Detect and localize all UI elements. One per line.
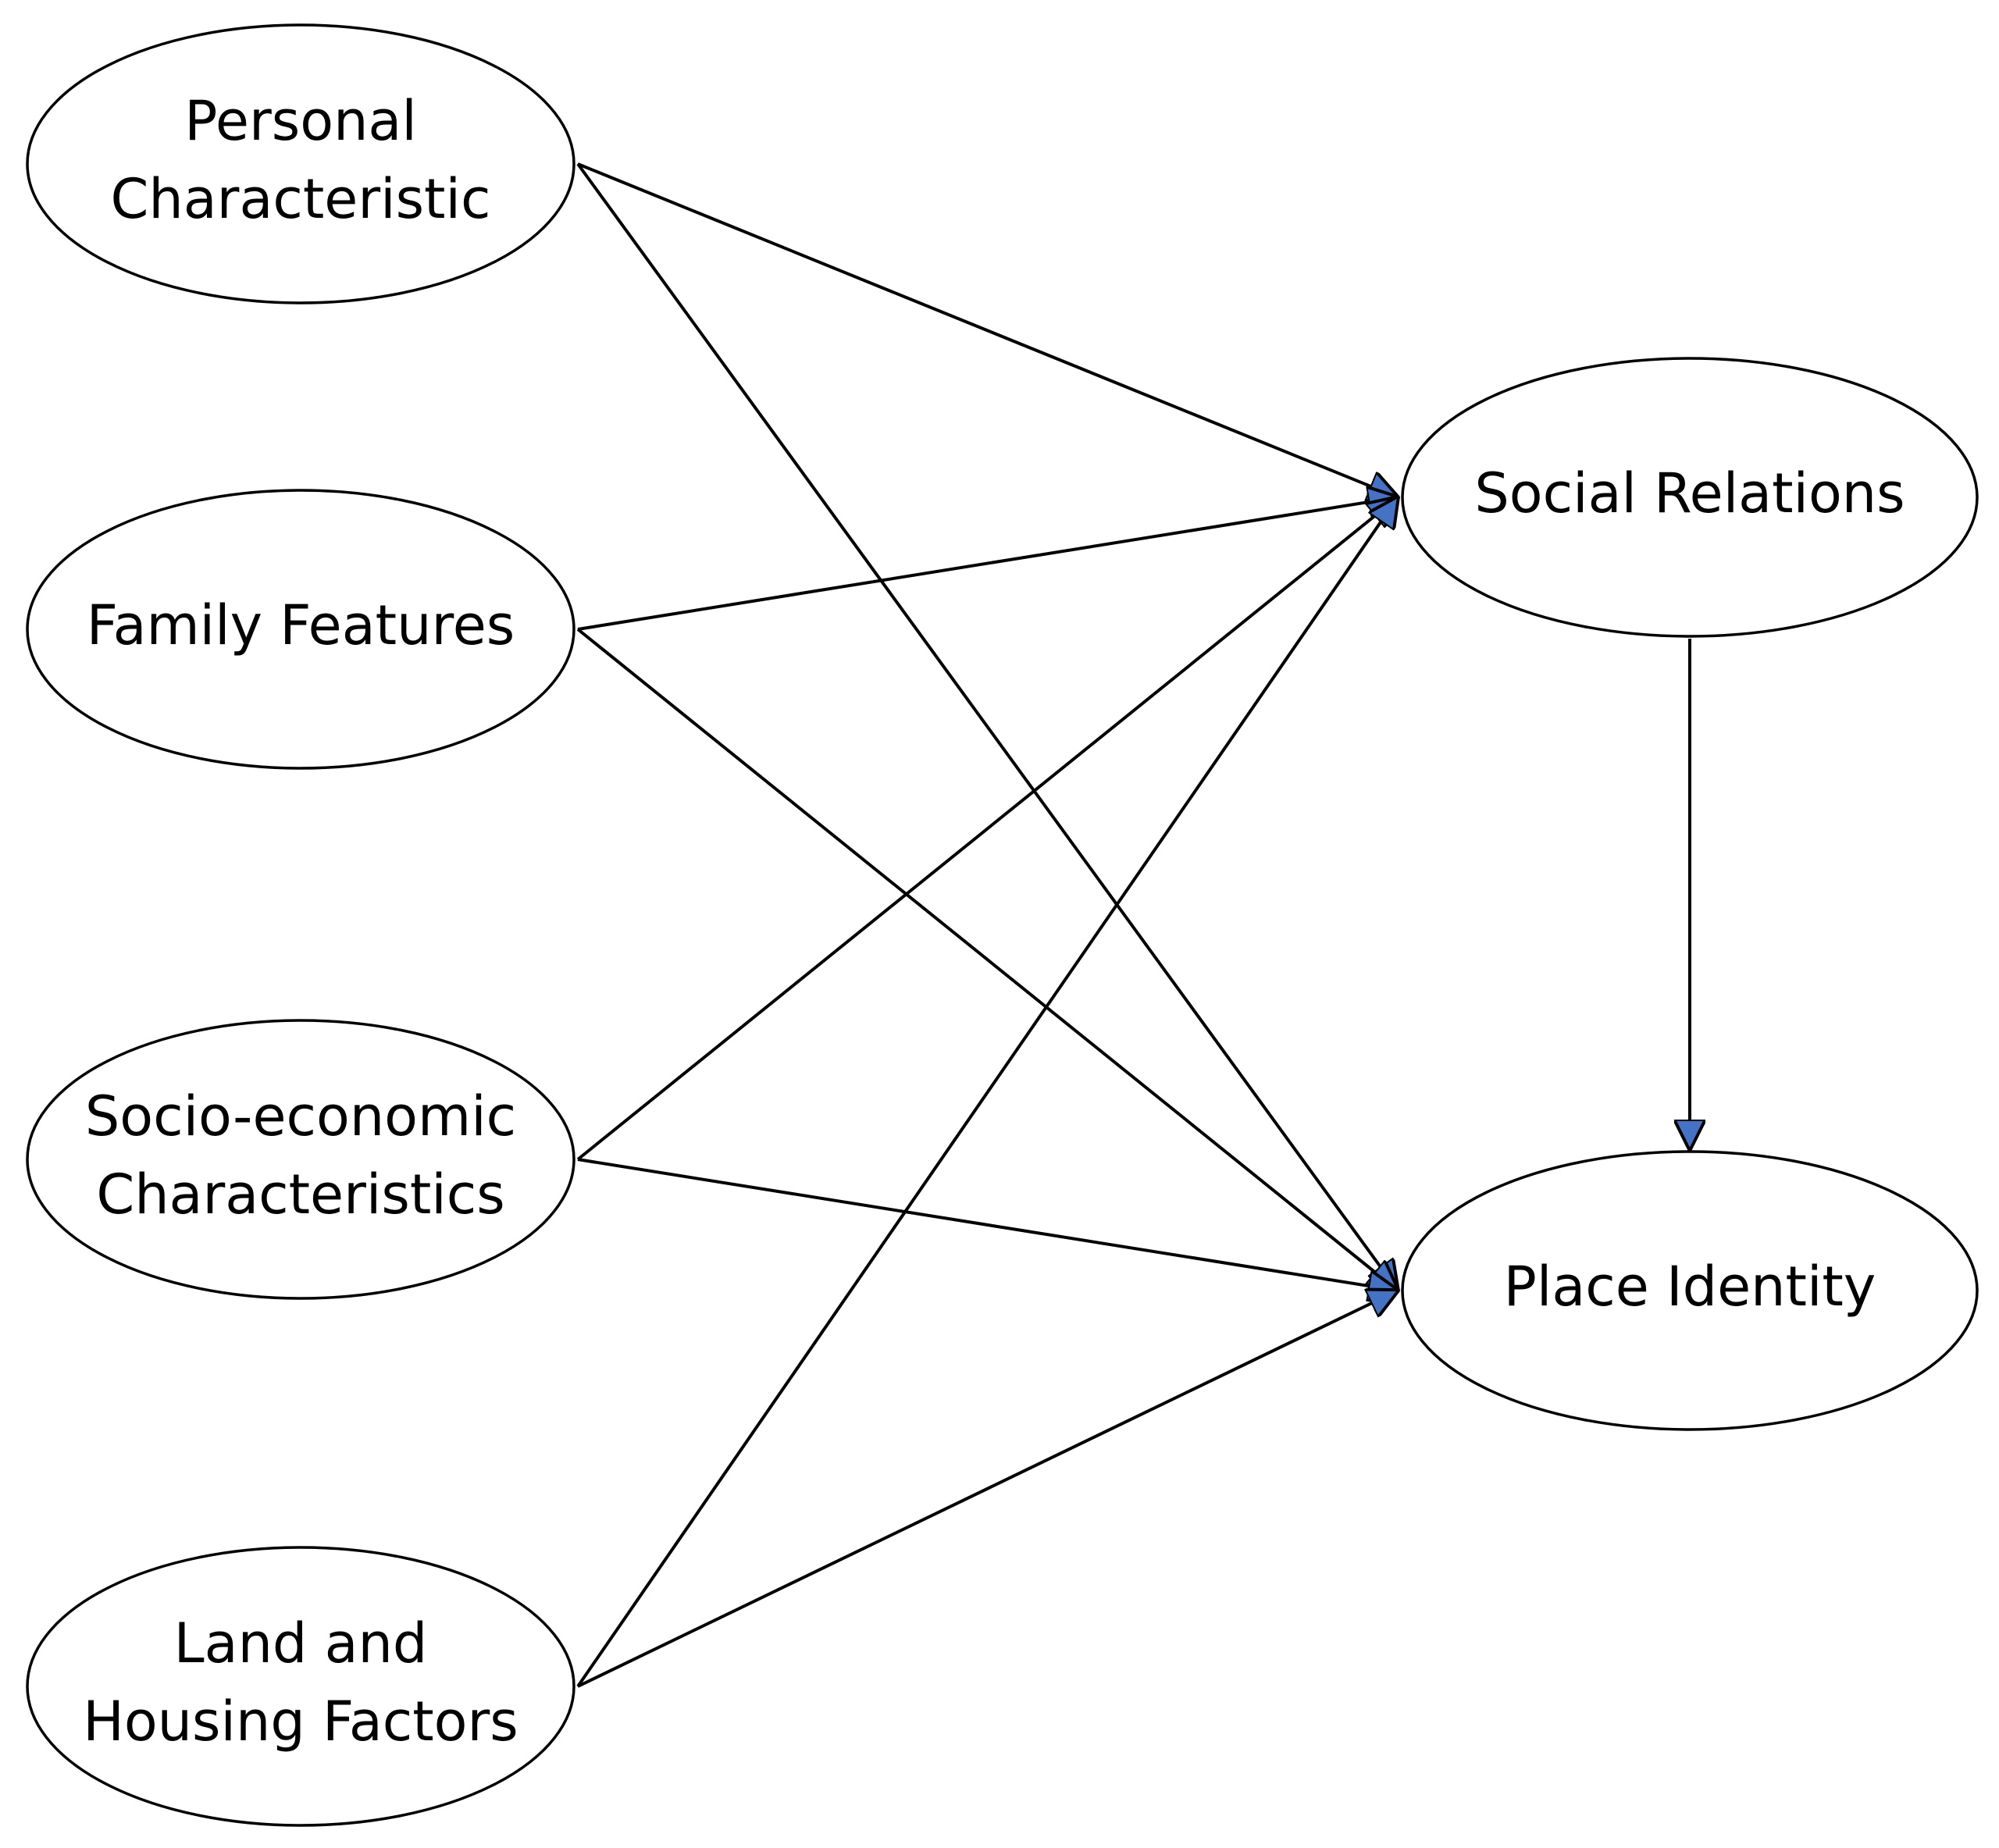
edge-socio-to-place (577, 1158, 1398, 1291)
node-social: Social Relations (1401, 357, 1979, 638)
edge-family-to-social (577, 497, 1398, 631)
node-place-ellipse (1401, 1150, 1979, 1431)
edge-personal-to-place (576, 162, 1398, 1291)
node-land-label-line-0: Land and (174, 1611, 428, 1675)
edge-land-to-place (577, 1291, 1398, 1688)
node-social-label-line-0: Social Relations (1474, 461, 1905, 525)
node-socio-label-line-1: Characteristics (96, 1163, 504, 1227)
edge-socio-to-social (576, 497, 1398, 1161)
node-personal-label-line-1: Characteristic (111, 167, 491, 231)
edges-layer (576, 162, 1690, 1688)
node-land-ellipse (26, 1546, 575, 1827)
edge-family-to-place (576, 628, 1398, 1291)
edge-personal-to-social (577, 162, 1398, 497)
node-place: Place Identity (1401, 1150, 1979, 1431)
edge-land-to-social (576, 497, 1398, 1688)
node-place-label-line-0: Place Identity (1504, 1255, 1876, 1319)
node-family-label-line-0: Family Features (87, 593, 515, 657)
node-social-ellipse (1401, 357, 1979, 638)
node-family: Family Features (26, 489, 575, 770)
node-family-ellipse (26, 489, 575, 770)
node-personal-ellipse (26, 23, 575, 304)
node-socio-ellipse (26, 1019, 575, 1300)
node-personal-label-line-0: Personal (184, 89, 417, 153)
node-land-label-line-1: Housing Factors (83, 1690, 518, 1754)
node-socio-label-line-0: Socio-economic (85, 1084, 516, 1148)
